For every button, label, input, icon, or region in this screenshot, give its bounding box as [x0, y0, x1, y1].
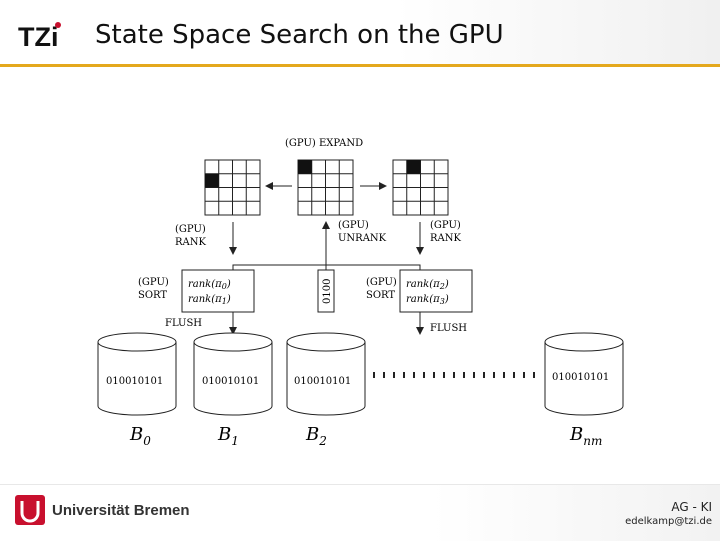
rank-box-right: rank(π2) rank(π3): [399, 269, 473, 313]
svg-text:Bnm: Bnm: [569, 424, 602, 448]
bucket-sub: 1: [231, 434, 239, 448]
bucket-sub: 2: [318, 434, 327, 448]
page-title: State Space Search on the GPU: [95, 20, 504, 50]
perm-symbol: π: [214, 294, 222, 305]
university-logo: U: [15, 495, 45, 525]
bucket-bits: 010010101: [294, 376, 351, 387]
perm-sub: 0: [222, 282, 227, 291]
tzi-logo-dot: [55, 22, 61, 28]
svg-text:B1: B1: [217, 424, 239, 448]
research-group: AG - KI: [671, 500, 712, 514]
state-grid-center: [297, 159, 354, 216]
rank-fn: rank: [188, 279, 211, 290]
svg-text:rank(π1): rank(π1): [188, 294, 231, 306]
slide-footer: [0, 484, 720, 541]
header-accent-rule: [0, 64, 720, 67]
bucket-b1: 010010101 B1: [193, 332, 273, 448]
slide-header: [0, 0, 720, 64]
svg-text:rank(π2): rank(π2): [406, 279, 449, 291]
rank-box-left: rank(π0) rank(π1): [181, 269, 255, 313]
perm-symbol: π: [432, 279, 440, 290]
tzi-logo-text: TZi: [18, 22, 59, 50]
bucket-continuation-dots: [373, 372, 535, 378]
bucket-bits: 010010101: [552, 372, 609, 383]
sort-right-label-line2: SORT: [366, 290, 395, 301]
rank-right-label-line1: (GPU): [430, 220, 461, 231]
bucket-sub: 0: [143, 434, 151, 448]
rank-left-label-line1: (GPU): [175, 224, 206, 235]
svg-text:rank(π3): rank(π3): [406, 294, 449, 306]
perm-symbol: π: [214, 279, 222, 290]
vertical-bit-box: 0100: [317, 269, 335, 313]
gpu-search-diagram: (GPU) EXPAND (GPU) RANK (GPU) UNRANK (GP…: [97, 138, 624, 448]
bucket-label: B: [305, 424, 319, 445]
state-grid-left: [204, 159, 261, 216]
perm-sub: 2: [439, 282, 445, 291]
expand-label: (GPU) EXPAND: [285, 138, 363, 149]
sort-right-label-line1: (GPU): [366, 277, 397, 288]
unrank-label-line2: UNRANK: [338, 233, 387, 244]
rank-right-label-line2: RANK: [430, 233, 462, 244]
tzi-logo: TZi: [17, 22, 63, 50]
rank-left-label-line2: RANK: [175, 237, 207, 248]
bucket-bits: 010010101: [106, 376, 163, 387]
flush-right-label: FLUSH: [430, 323, 467, 334]
vertical-bits: 0100: [322, 279, 333, 304]
rank-fn: rank: [188, 294, 211, 305]
sort-left-label-line2: SORT: [138, 290, 167, 301]
bucket-label: B: [129, 424, 143, 445]
svg-text:rank(π0): rank(π0): [188, 279, 231, 291]
state-grid-right: [392, 159, 449, 216]
rank-fn: rank: [406, 279, 429, 290]
svg-text:B0: B0: [129, 424, 151, 448]
perm-sub: 3: [440, 297, 445, 306]
contact-email: edelkamp@tzi.de: [625, 516, 712, 527]
bucket-bnm: 010010101 Bnm: [544, 332, 624, 448]
perm-sub: 1: [222, 297, 227, 306]
bucket-sub: nm: [583, 434, 602, 448]
flush-left-label: FLUSH: [165, 318, 202, 329]
svg-text:B2: B2: [305, 424, 327, 448]
bucket-b0: 010010101 B0: [97, 332, 177, 448]
bucket-label: B: [569, 424, 583, 445]
perm-symbol: π: [432, 294, 440, 305]
unrank-label-line1: (GPU): [338, 220, 369, 231]
university-name: Universität Bremen: [52, 502, 190, 519]
sort-left-label-line1: (GPU): [138, 277, 169, 288]
bucket-label: B: [217, 424, 231, 445]
rank-fn: rank: [406, 294, 429, 305]
bucket-bits: 010010101: [202, 376, 259, 387]
bucket-b2: 010010101 B2: [286, 332, 366, 448]
